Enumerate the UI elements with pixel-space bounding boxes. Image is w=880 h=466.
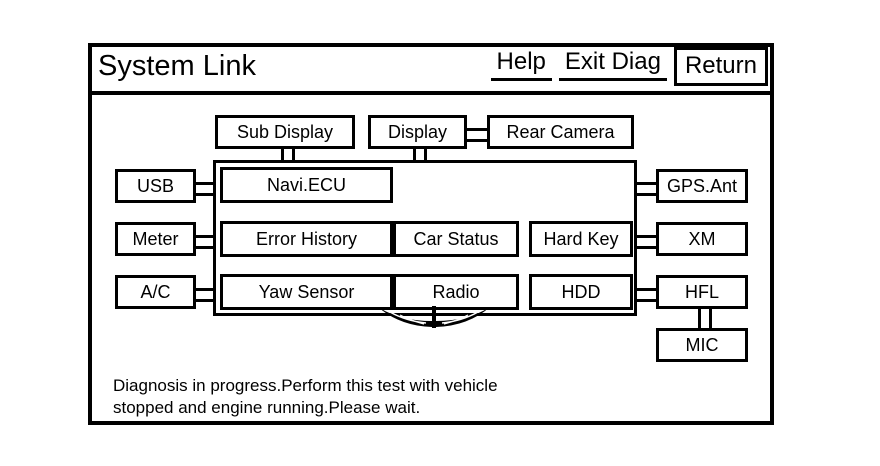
connector-meter-ecu [193, 235, 216, 249]
node-mic-label: MIC [685, 335, 719, 355]
exit-diag-button[interactable]: Exit Diag [558, 47, 667, 81]
connector-sub-display-down [281, 146, 295, 163]
node-radio[interactable]: Radio [393, 274, 519, 310]
node-mic[interactable]: MIC [656, 328, 748, 362]
node-rear-camera-label: Rear Camera [506, 122, 615, 142]
node-sub-display-label: Sub Display [236, 122, 334, 142]
node-hard-key-label: Hard Key [543, 229, 619, 249]
header-actions: Help Exit Diag Return [490, 47, 768, 86]
node-display[interactable]: Display [368, 115, 467, 149]
node-ac-label: A/C [140, 282, 171, 302]
node-yaw-sensor-label: Yaw Sensor [258, 282, 355, 302]
node-sub-display[interactable]: Sub Display [215, 115, 355, 149]
title-bar: System Link Help Exit Diag Return [88, 43, 774, 95]
system-link-diagram: Sub Display Display Rear Camera USB Mete… [88, 95, 774, 425]
node-navi-ecu-label: Navi.ECU [266, 175, 346, 195]
node-car-status[interactable]: Car Status [393, 221, 519, 257]
node-usb[interactable]: USB [115, 169, 196, 203]
node-navi-ecu[interactable]: Navi.ECU [220, 167, 393, 203]
node-hdd-label: HDD [561, 282, 601, 302]
status-message-line-1: Diagnosis in progress.Perform this test … [113, 376, 498, 395]
node-error-history[interactable]: Error History [220, 221, 393, 257]
node-xm[interactable]: XM [656, 222, 748, 256]
node-meter-label: Meter [132, 229, 179, 249]
status-message-line-2: stopped and engine running.Please wait. [113, 398, 421, 417]
connector-hard-key-xm [634, 235, 657, 249]
help-button[interactable]: Help [490, 47, 552, 81]
node-yaw-sensor[interactable]: Yaw Sensor [220, 274, 393, 310]
node-hfl-label: HFL [684, 282, 719, 302]
node-display-label: Display [387, 122, 448, 142]
node-xm-label: XM [688, 229, 716, 249]
node-hard-key[interactable]: Hard Key [529, 221, 633, 257]
node-radio-label: Radio [432, 282, 480, 302]
connector-ac-ecu [193, 288, 216, 302]
node-car-status-label: Car Status [413, 229, 499, 249]
connector-display-down [413, 146, 427, 163]
node-hdd[interactable]: HDD [529, 274, 633, 310]
connector-hdd-hfl [634, 288, 657, 302]
status-message: Diagnosis in progress.Perform this test … [113, 375, 653, 419]
connector-ecu-gps-ant [634, 182, 657, 196]
node-ac[interactable]: A/C [115, 275, 196, 309]
page-title: System Link [98, 50, 256, 82]
node-rear-camera[interactable]: Rear Camera [487, 115, 634, 149]
connector-hfl-mic [698, 307, 712, 330]
return-button[interactable]: Return [673, 47, 768, 86]
node-gps-ant[interactable]: GPS.Ant [656, 169, 748, 203]
node-gps-ant-label: GPS.Ant [666, 176, 738, 196]
node-meter[interactable]: Meter [115, 222, 196, 256]
connector-display-rear-camera [464, 128, 490, 142]
node-usb-label: USB [136, 176, 174, 196]
node-hfl[interactable]: HFL [656, 275, 748, 309]
node-error-history-label: Error History [255, 229, 357, 249]
connector-usb-ecu [193, 182, 216, 196]
